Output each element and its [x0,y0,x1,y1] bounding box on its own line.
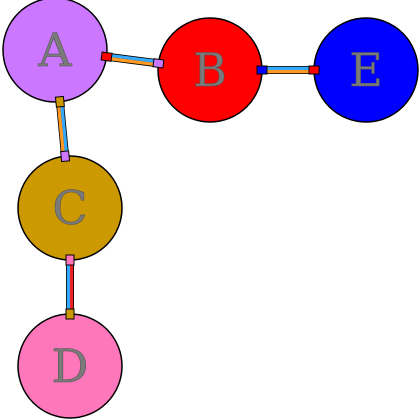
edge-strand [106,53,159,64]
edge-C-D[interactable] [66,260,74,314]
port-B-to-E[interactable] [256,65,268,75]
port-B-to-A[interactable] [152,58,165,69]
node-label: E [349,43,383,97]
node-circle [2,0,108,103]
node-label: D [52,339,89,393]
node-label: B [193,43,227,97]
edge-strand [56,101,66,157]
edge-B-E[interactable] [262,66,314,74]
node-label: A [37,23,72,77]
port-C-to-D[interactable] [65,254,75,266]
port-A-to-B[interactable] [100,51,113,62]
node-label: C [52,181,87,235]
edge-A-C[interactable] [55,101,70,157]
node-B[interactable]: B [157,17,263,123]
node-D[interactable]: D [17,313,123,419]
port-A-to-C[interactable] [54,95,65,108]
port-E-to-B[interactable] [308,65,320,75]
edge-strand [106,56,159,67]
node-E[interactable]: E [313,17,419,123]
port-C-to-A[interactable] [60,150,71,163]
ports-layer [54,51,320,320]
node-C[interactable]: C [17,155,123,261]
edges-layer [55,52,314,314]
port-D-to-C[interactable] [65,308,75,320]
edge-A-B[interactable] [106,52,159,68]
edge-strand [59,101,69,157]
node-A[interactable]: A [2,0,108,103]
